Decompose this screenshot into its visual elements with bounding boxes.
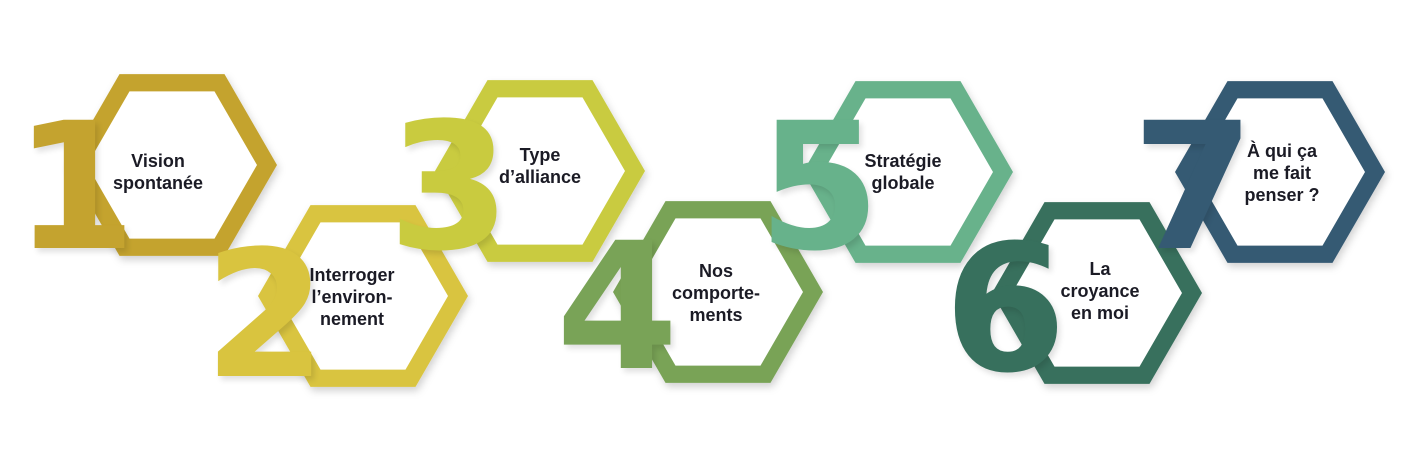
step-2-number: 2 (204, 213, 326, 418)
step-1-hexagon-inner (87, 91, 257, 239)
step-3-hexagon (435, 80, 645, 262)
step-2-label: Interroger l’environ- nement (309, 265, 395, 329)
step-6-number: 6 (944, 207, 1066, 412)
step-7-hexagon-inner (1195, 98, 1365, 246)
step-2-hexagon (258, 205, 468, 387)
step-3-label: Type d’alliance (498, 145, 582, 187)
step-3-number: 3 (388, 85, 510, 290)
step-5-number: 5 (758, 85, 880, 290)
step-7-number: 7 (1132, 85, 1254, 290)
step-1-label: Vision spontanée (112, 151, 204, 193)
step-4-hexagon-inner (633, 218, 803, 366)
step-5-hexagon-inner (823, 98, 993, 246)
step-5-hexagon (803, 81, 1013, 263)
step-5-label: Stratégie globale (864, 151, 942, 193)
step-6-hexagon-inner (1012, 219, 1182, 367)
step-4-number: 4 (556, 205, 678, 410)
step-2-hexagon-inner (278, 222, 448, 370)
step-7-hexagon (1175, 81, 1385, 263)
step-3-hexagon-inner (455, 97, 625, 245)
step-1-number: 1 (14, 85, 136, 290)
step-6-label: La croyance en moi (1060, 259, 1140, 323)
step-6-hexagon (992, 202, 1202, 384)
step-4-hexagon (613, 201, 823, 383)
step-4-label: Nos comporte- ments (671, 261, 760, 325)
step-7-label: À qui ça me fait penser ? (1244, 141, 1320, 205)
step-1-hexagon (67, 74, 277, 256)
